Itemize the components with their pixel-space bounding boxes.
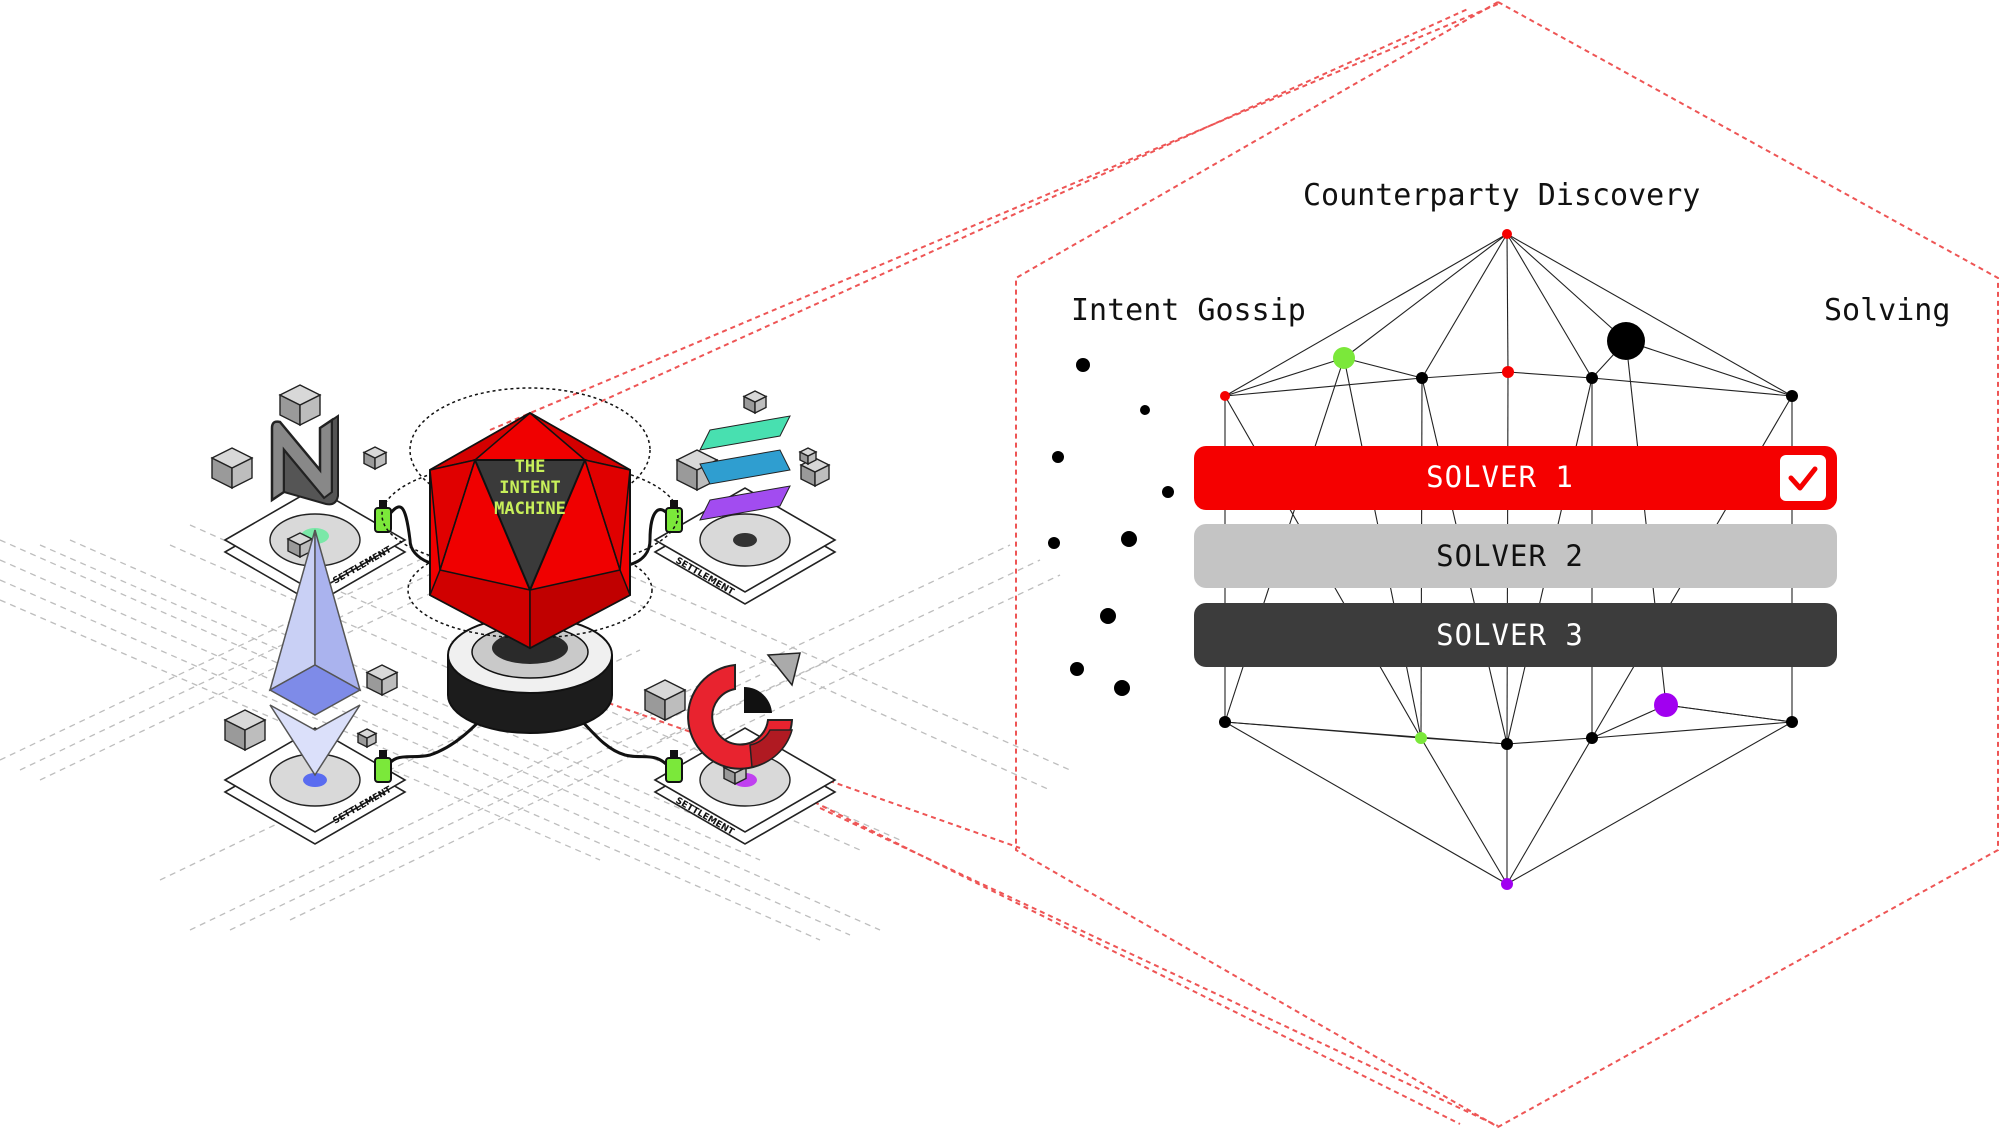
mesh-edge [1343,233,1508,359]
near-logo-icon [270,414,339,506]
mesh-node [1502,229,1512,239]
ring-settlement-platform: SETTLEMENT [653,727,837,845]
mesh-node [1786,390,1798,402]
mesh-node [1219,716,1231,728]
mesh-edge [1665,704,1793,723]
solver-3-label: SOLVER 3 [1436,618,1584,652]
machine-label-line3: MACHINE [494,499,566,519]
mesh-edge [1420,737,1508,885]
solving-label: Solving [1824,293,1950,328]
machine-pedestal [447,616,613,734]
mesh-node [1786,716,1798,728]
mesh-node [1415,732,1427,744]
mesh-node [1607,322,1645,360]
intent-gossip-label: Intent Gossip [1071,293,1306,328]
mesh-edge [1591,721,1793,739]
mesh-edge [1506,737,1593,745]
projection-lines [489,3,1499,1127]
gossip-dot [1052,451,1064,463]
mesh-edge [1506,233,1793,397]
gossip-dot [1100,608,1116,624]
gossip-dot [1114,680,1130,696]
mesh-node [1501,878,1513,890]
solver-3-bar: SOLVER 3 [1194,603,1837,667]
mesh-edge [1224,721,1508,745]
network-nodes [1219,229,1798,890]
mesh-node [1501,738,1513,750]
mesh-edge [1506,233,1509,373]
mesh-node [1333,347,1355,369]
cube-icon [210,447,254,490]
gossip-dot [1162,486,1174,498]
mesh-edge [1224,233,1508,397]
cube-icon [643,679,687,722]
solver-2-bar: SOLVER 2 [1194,524,1837,588]
solver-1-label: SOLVER 1 [1426,460,1574,494]
mesh-edge [1421,233,1508,379]
mesh-node [1502,366,1514,378]
ethereum-logo-icon [268,529,362,777]
gossip-dot [1048,537,1060,549]
check-icon [1780,455,1826,501]
solana-settlement-platform: SETTLEMENT [653,487,837,605]
mesh-edge [1343,357,1423,379]
mesh-edge [1591,377,1793,397]
machine-label-line1: THE [515,457,546,477]
gossip-dots [1048,358,1174,696]
cube-icon [223,709,267,752]
solver-2-label: SOLVER 2 [1436,539,1584,573]
plug-connectors [374,500,683,783]
mesh-node [1220,391,1230,401]
mesh-edge [1506,233,1593,379]
gossip-dot [1076,358,1090,372]
mesh-node [1654,693,1678,717]
intent-machine-icosahedron: THE INTENT MACHINE [429,411,631,650]
mesh-node [1586,732,1598,744]
machine-label-line2: INTENT [499,478,560,498]
cube-icon [798,447,818,466]
mesh-edge [1421,371,1509,379]
cube-icon [362,446,388,471]
gossip-dot [1140,405,1150,415]
mesh-edge [1591,704,1667,739]
cube-icon [278,384,322,427]
mesh-edge [1506,721,1793,885]
gossip-dot [1121,531,1137,547]
cube-icon [365,664,399,697]
mesh-edge [1224,721,1508,885]
mesh-edge [1224,377,1423,397]
mesh-edge [1507,371,1593,379]
cube-icon [356,728,378,749]
mesh-edge [1506,233,1627,342]
mesh-edge [1506,737,1593,885]
mesh-node [1416,372,1428,384]
red-ring-logo-icon [687,652,801,770]
cube-icon [742,390,768,415]
solana-logo-icon [699,415,791,521]
decorative-cubes [210,384,831,786]
counterparty-discovery-label: Counterparty Discovery [1303,178,1700,213]
solver-1-bar: SOLVER 1 [1194,446,1837,510]
network-hexagon-outline [1015,0,1999,1129]
mesh-edge [1625,340,1793,397]
mesh-node [1586,372,1598,384]
mesh-edge [1224,357,1345,397]
gossip-dot [1070,662,1084,676]
